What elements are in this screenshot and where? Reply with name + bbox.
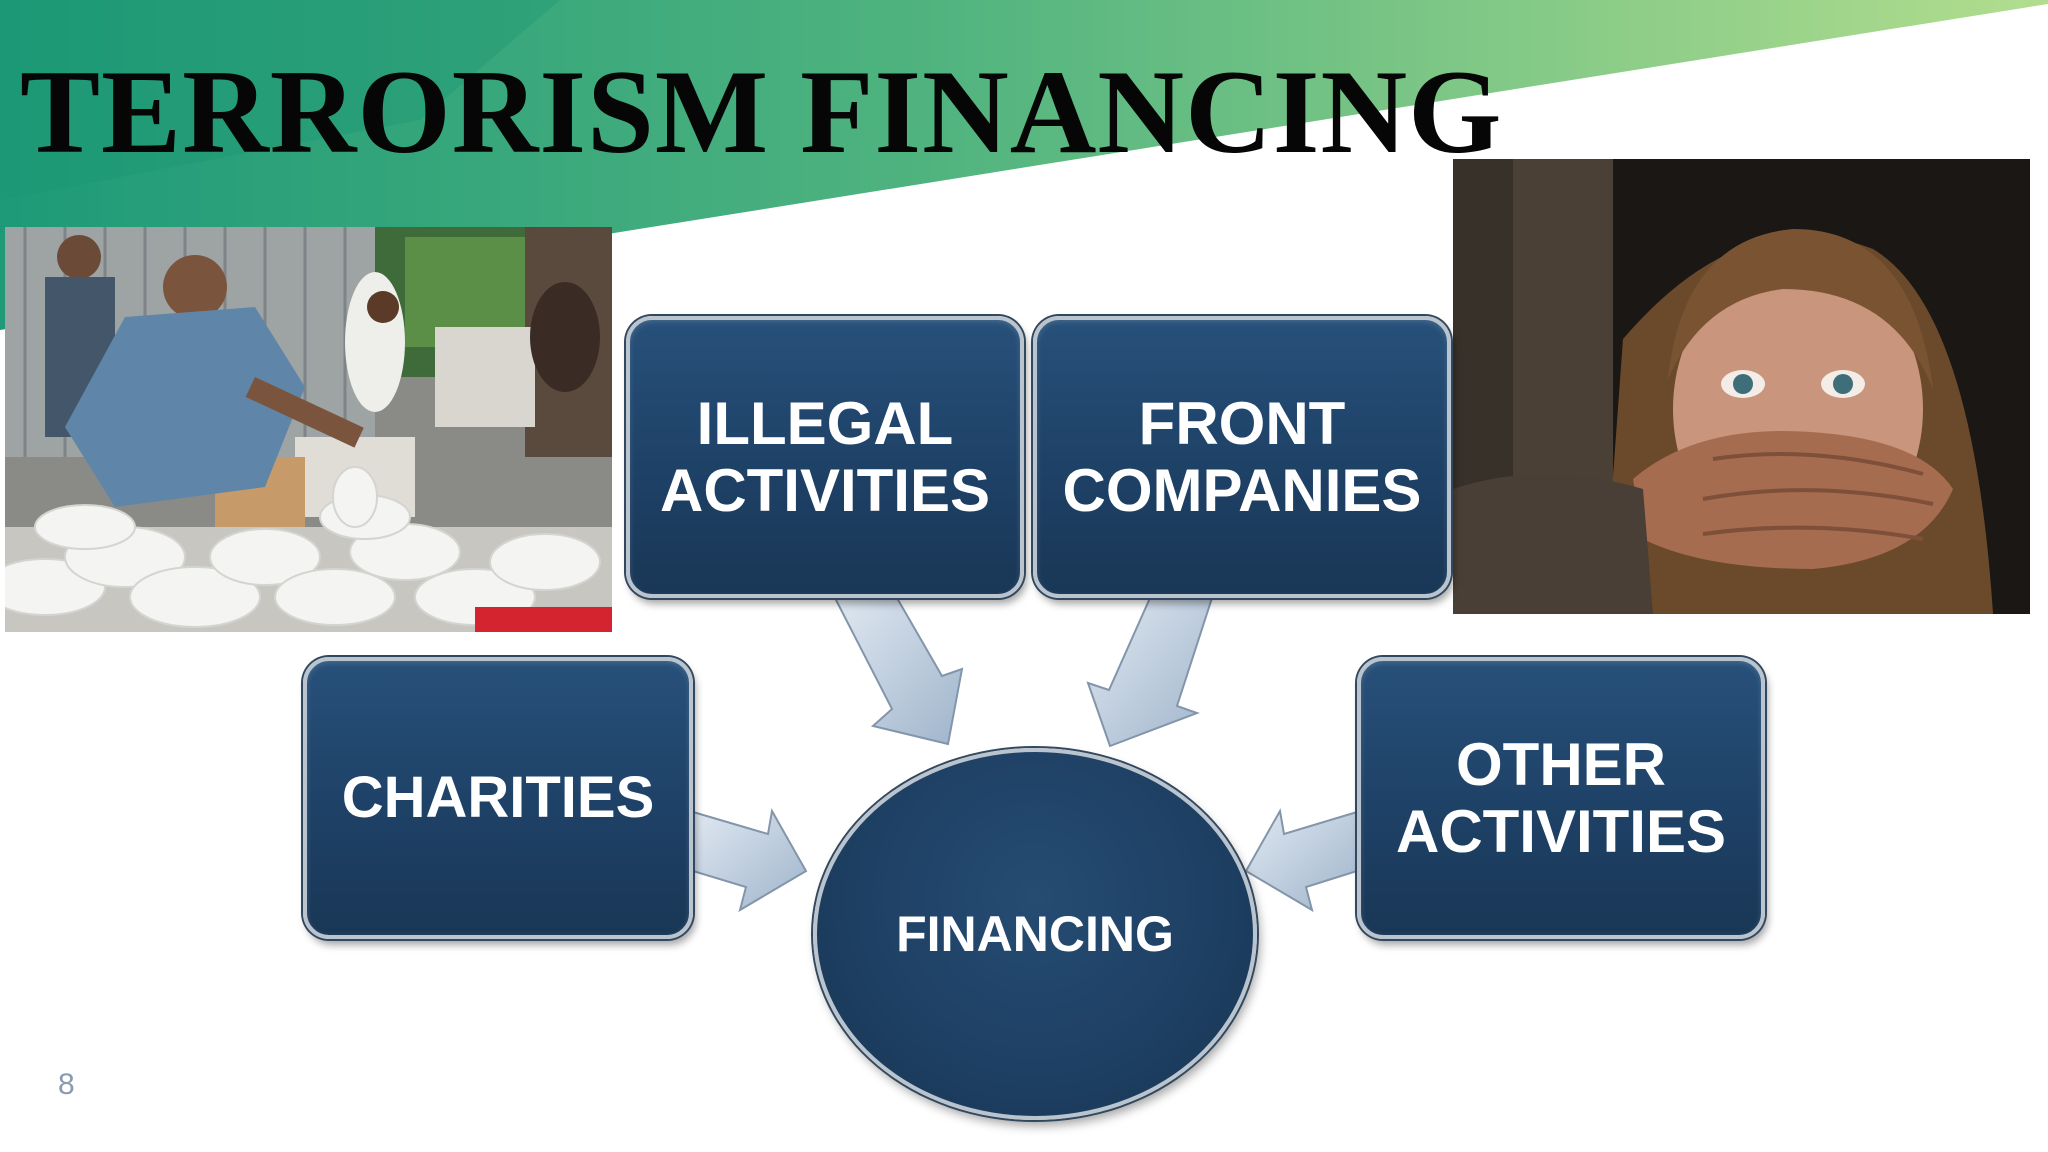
child-photo	[1453, 159, 2030, 614]
arrow-charities	[692, 808, 808, 913]
source-label-line: OTHER	[1456, 730, 1666, 798]
source-box-charities: CHARITIES	[303, 657, 693, 939]
source-label-line: ACTIVITIES	[1395, 798, 1727, 865]
source-label-line: CHARITIES	[341, 764, 655, 830]
source-box-front-companies: FRONT COMPANIES	[1033, 316, 1451, 598]
source-box-other-activities: OTHER ACTIVITIES	[1357, 657, 1765, 939]
arrow-front	[1086, 597, 1214, 748]
source-label-line: ILLEGAL	[696, 389, 954, 457]
evidence-photo	[5, 227, 612, 632]
arrow-illegal	[833, 597, 964, 746]
source-label-line: ACTIVITIES	[659, 457, 991, 524]
slide-title: TERRORISM FINANCING	[20, 45, 1503, 178]
source-label-line: FRONT	[1138, 389, 1346, 457]
arrow-other	[1244, 808, 1358, 913]
page-number: 8	[58, 1068, 75, 1101]
center-label: FINANCING	[896, 906, 1174, 962]
source-label-line: COMPANIES	[1062, 457, 1422, 524]
source-box-illegal-activities: ILLEGAL ACTIVITIES	[626, 316, 1024, 598]
center-node-financing: FINANCING	[813, 748, 1257, 1120]
